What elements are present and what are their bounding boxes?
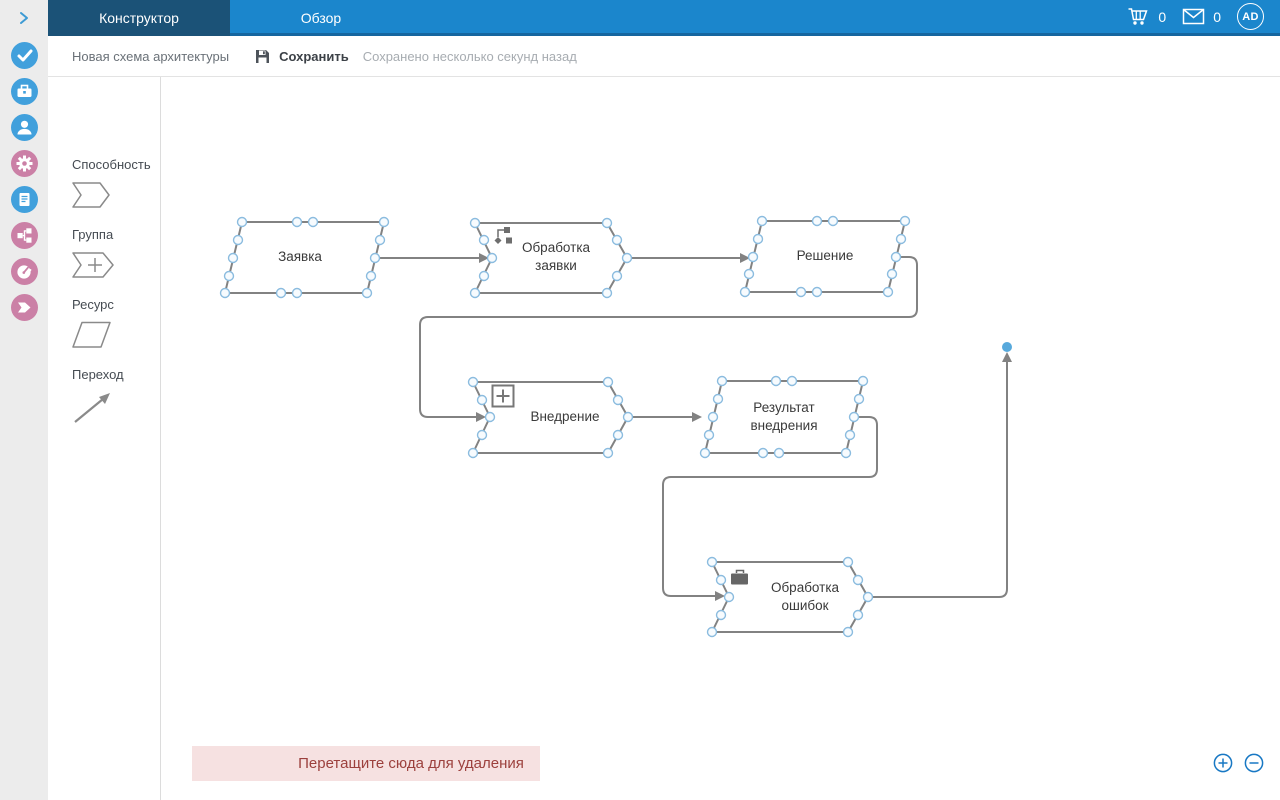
sidebar-item-briefcase[interactable] [10,78,38,105]
node-implementation[interactable] [467,376,634,459]
flowchart-icon [17,228,31,243]
node-decision[interactable] [739,215,911,298]
document-title: Новая схема архитектуры [72,48,230,64]
sidebar-item-gauge[interactable] [10,258,38,285]
sidebar-item-person[interactable] [10,114,38,141]
palette-item-transition[interactable]: Переход [72,367,124,430]
icon-rail [0,0,48,800]
zoom-controls [1213,753,1264,773]
node-error-handling[interactable] [706,556,874,638]
main-tabs: Конструктор Обзор [48,0,412,36]
gear-icon [16,155,32,172]
chevron-shape-icon [17,302,30,313]
group-shape-icon [72,252,114,278]
palette-item-label: Способность [72,157,151,172]
selection-handles[interactable] [706,556,874,638]
sidebar-item-gear[interactable] [10,150,38,177]
person-icon [17,120,31,135]
avatar-initials: AD [1242,10,1259,23]
save-button[interactable]: Сохранить [255,49,349,64]
palette-item-label: Переход [72,367,124,382]
resource-shape-icon [72,321,111,348]
selection-handles[interactable] [739,215,911,298]
delete-drop-zone[interactable]: Перетащите сюда для удаления [192,746,540,781]
selection-handles[interactable] [699,375,869,459]
chevron-right-icon [20,12,28,24]
edge-decision-to-implementation[interactable] [419,256,918,418]
node-request-processing[interactable] [469,217,633,299]
header-bottom-strip [48,33,1280,36]
document-icon [19,193,29,206]
sidebar-item-document[interactable] [10,186,38,213]
palette-item-capability[interactable]: Способность [72,157,151,214]
selection-handles[interactable] [469,217,633,299]
zoom-out-button[interactable] [1244,753,1264,773]
cart-icon[interactable] [1127,6,1150,27]
plus-icon [1218,758,1228,768]
sidebar-item-flowchart[interactable] [10,222,38,249]
tab-overview[interactable]: Обзор [300,10,342,26]
save-button-label: Сохранить [279,48,349,64]
edge-endpoint-handle[interactable] [1002,342,1012,352]
tab-constructor[interactable]: Конструктор [48,0,230,36]
cart-count: 0 [1158,8,1167,25]
shape-palette: Способность Группа Ресурс Переход [48,77,161,800]
check-icon [17,49,32,62]
top-navigation-bar: Конструктор Обзор 0 0 AD [48,0,1280,36]
edge-result-to-errorhandling[interactable] [662,416,878,597]
node-request[interactable] [219,216,390,299]
edge-errorhandling-up[interactable] [868,361,1008,598]
selection-handles[interactable] [467,376,634,459]
mail-icon[interactable] [1182,8,1205,25]
decomposition-icon [494,227,512,244]
save-icon [256,49,270,63]
save-status-text: Сохранено несколько секунд назад [362,48,577,64]
palette-item-label: Группа [72,227,114,242]
avatar[interactable]: AD [1237,3,1264,30]
gauge-icon [16,265,31,279]
sidebar-item-capability[interactable] [10,294,38,321]
briefcase-icon [731,569,748,585]
group-plus-icon [491,384,515,408]
node-implementation-result[interactable] [699,375,869,459]
capability-shape-icon [72,182,110,208]
palette-item-label: Ресурс [72,297,114,312]
palette-item-group[interactable]: Группа [72,227,118,284]
mail-count: 0 [1213,8,1221,25]
palette-item-resource[interactable]: Ресурс [72,297,114,354]
briefcase-icon [17,84,31,97]
document-toolbar: Новая схема архитектуры Сохранить Сохран… [48,36,1280,77]
edge-arrowheads [476,253,1012,601]
collapse-sidebar-button[interactable] [12,6,36,30]
sidebar-item-check[interactable] [10,42,38,69]
transition-arrow-icon [74,393,110,423]
selection-handles[interactable] [219,216,390,299]
edges-layer[interactable] [378,256,1008,598]
delete-drop-zone-label: Перетащите сюда для удаления [298,755,524,772]
zoom-in-button[interactable] [1213,753,1233,773]
